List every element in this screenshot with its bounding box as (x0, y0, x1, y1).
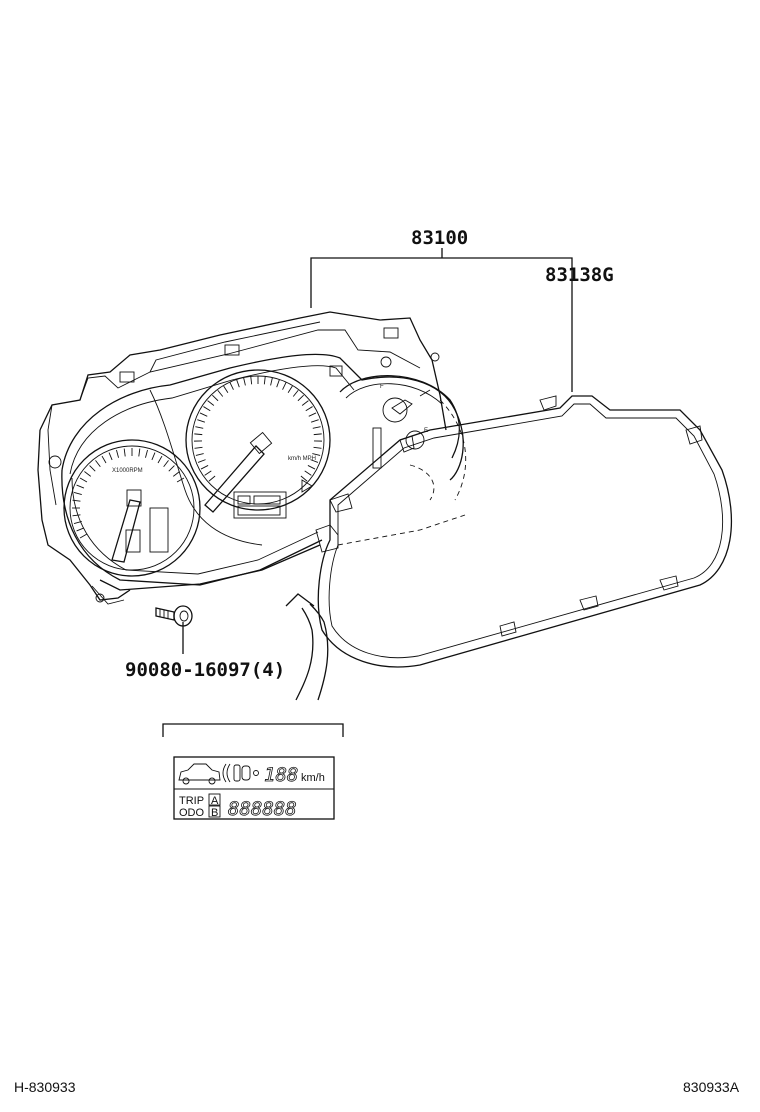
gauge-tick (195, 453, 204, 456)
gauge-tick (212, 394, 219, 402)
gauge-tick (195, 426, 204, 429)
fuel-full-label: F (380, 384, 384, 390)
gauge-tick (163, 460, 169, 468)
speedometer: km/h MPH (185, 369, 331, 519)
tach-unit-label: X1000RPM (112, 468, 143, 474)
tachometer: X1000RPM (63, 439, 201, 577)
gauge-tick (304, 470, 312, 476)
callout-83138g: 83138G (545, 264, 614, 286)
gauge-tick (194, 433, 203, 436)
gauge-tick (276, 379, 280, 388)
gauge-tick (305, 406, 313, 412)
gauge-tick (229, 382, 234, 390)
display-inset: 188 km/h TRIP ODO A B 888888 (173, 756, 335, 820)
gauge-tick (204, 470, 212, 476)
gauge-tick (79, 533, 88, 539)
gauge-tick (168, 465, 175, 472)
gauge-tick (194, 446, 203, 449)
fuel-gauge: F E (339, 375, 460, 469)
gauge-tick (116, 449, 119, 458)
gauge-tick (287, 385, 293, 394)
gauge-tick (145, 449, 148, 458)
view-arrow (285, 593, 329, 701)
gauge-tick (243, 377, 246, 386)
gauge-tick (223, 385, 229, 394)
gauge-tick (123, 448, 126, 457)
gauge-tick (199, 412, 208, 417)
screw (155, 605, 193, 627)
gauge-tick (307, 465, 316, 470)
gauge-tick (312, 453, 321, 456)
speed-unit: km/h (301, 772, 325, 784)
gauge-tick (76, 484, 85, 489)
gauge-tick (310, 419, 319, 423)
gauge-tick (72, 499, 81, 502)
gauge-tick (313, 433, 322, 436)
combination-meter-assembly: X1000RPM km/h MPH F (37, 311, 464, 605)
meter-glass (315, 395, 733, 668)
gauge-tick (76, 527, 85, 532)
callout-83100: 83100 (411, 227, 468, 249)
speedo-unit-label: km/h MPH (288, 456, 316, 462)
gauge-tick (310, 459, 319, 463)
gauge-tick (203, 406, 211, 412)
gauge-tick (157, 455, 163, 464)
gauge-tick (89, 465, 96, 472)
gauge-tick (282, 382, 287, 390)
gauge-tick (270, 377, 273, 386)
gauge-tick (84, 471, 92, 477)
car-icon (178, 763, 221, 785)
gauge-tick (313, 446, 322, 449)
gauge-tick (301, 400, 309, 406)
odo-label: ODO (179, 807, 205, 819)
gauge-tick (200, 465, 209, 470)
callout-screw: 90080-16097(4) (125, 659, 285, 681)
gauge-tick (101, 455, 107, 464)
gauge-tick (263, 376, 266, 385)
gauge-tick (308, 412, 317, 417)
gauge-tick (292, 389, 299, 397)
gauge-tick (72, 514, 81, 517)
gauge-tick (197, 459, 206, 463)
gauge-tick (151, 452, 156, 461)
gauge-tick (312, 426, 321, 429)
gauge-tick (197, 419, 206, 423)
button-b-label: B (211, 807, 218, 819)
gauge-tick (79, 477, 88, 483)
gauge-tick (250, 376, 253, 385)
trip-label: TRIP (179, 795, 204, 807)
gauge-tick (297, 394, 304, 402)
gauge-tick (217, 389, 224, 397)
footer-left-code: H-830933 (14, 1079, 76, 1095)
odometer-digits: 888888 (228, 798, 297, 820)
gauge-tick (73, 521, 82, 524)
gauge-tick (73, 492, 82, 495)
footer-right-code: 830933A (683, 1079, 740, 1095)
gauge-tick (300, 475, 308, 482)
button-a-label: A (211, 795, 219, 807)
speed-digits: 188 (264, 764, 298, 786)
indicator-icons (222, 763, 259, 783)
gauge-tick (207, 400, 215, 406)
gauge-tick (95, 460, 101, 468)
gauge-tick (236, 379, 240, 388)
gauge-tick (208, 475, 216, 482)
gauge-tick (176, 477, 185, 483)
gauge-tick (108, 452, 113, 461)
gauge-tick (172, 471, 180, 477)
gauge-tick (138, 448, 141, 457)
leader-lines (162, 248, 573, 737)
